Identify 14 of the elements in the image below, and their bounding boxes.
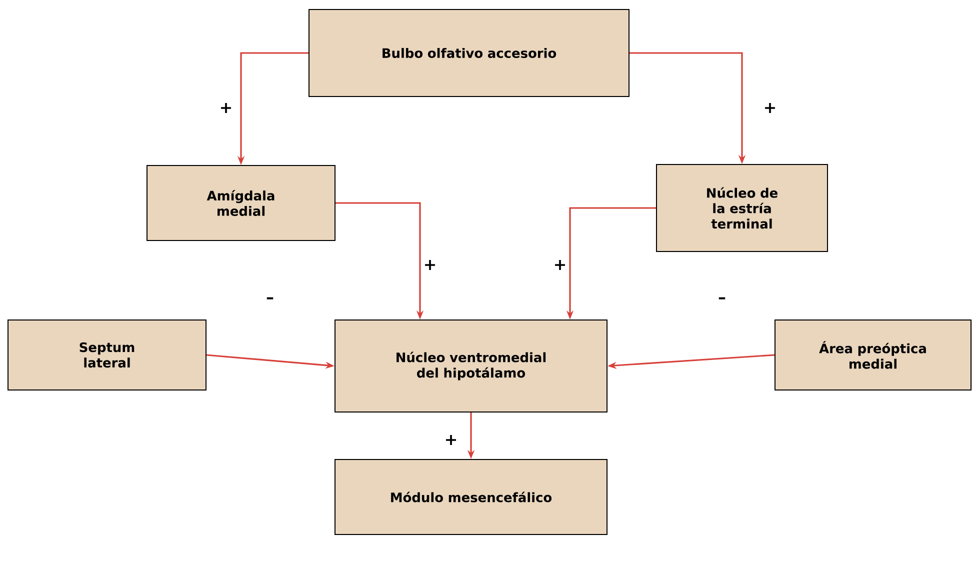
edge-label: + <box>446 435 456 445</box>
process-box: Bulbo olfativo accesorio <box>308 9 630 97</box>
process-box: Amígdala medial <box>146 165 336 241</box>
edge-label: + <box>425 260 435 270</box>
edge-label: – <box>266 297 274 300</box>
edge-label: + <box>765 103 775 113</box>
process-box: Septum lateral <box>8 320 206 390</box>
process-box: Núcleo ventromedial del hipotálamo <box>334 320 608 412</box>
process-box: Núcleo de la estría terminal <box>656 164 828 252</box>
edge-label: + <box>221 103 231 113</box>
process-box: Módulo mesencefálico <box>334 459 608 535</box>
edge-label: – <box>718 297 726 300</box>
edge-label: + <box>555 260 565 270</box>
process-box: Área preóptica medial <box>774 320 972 390</box>
